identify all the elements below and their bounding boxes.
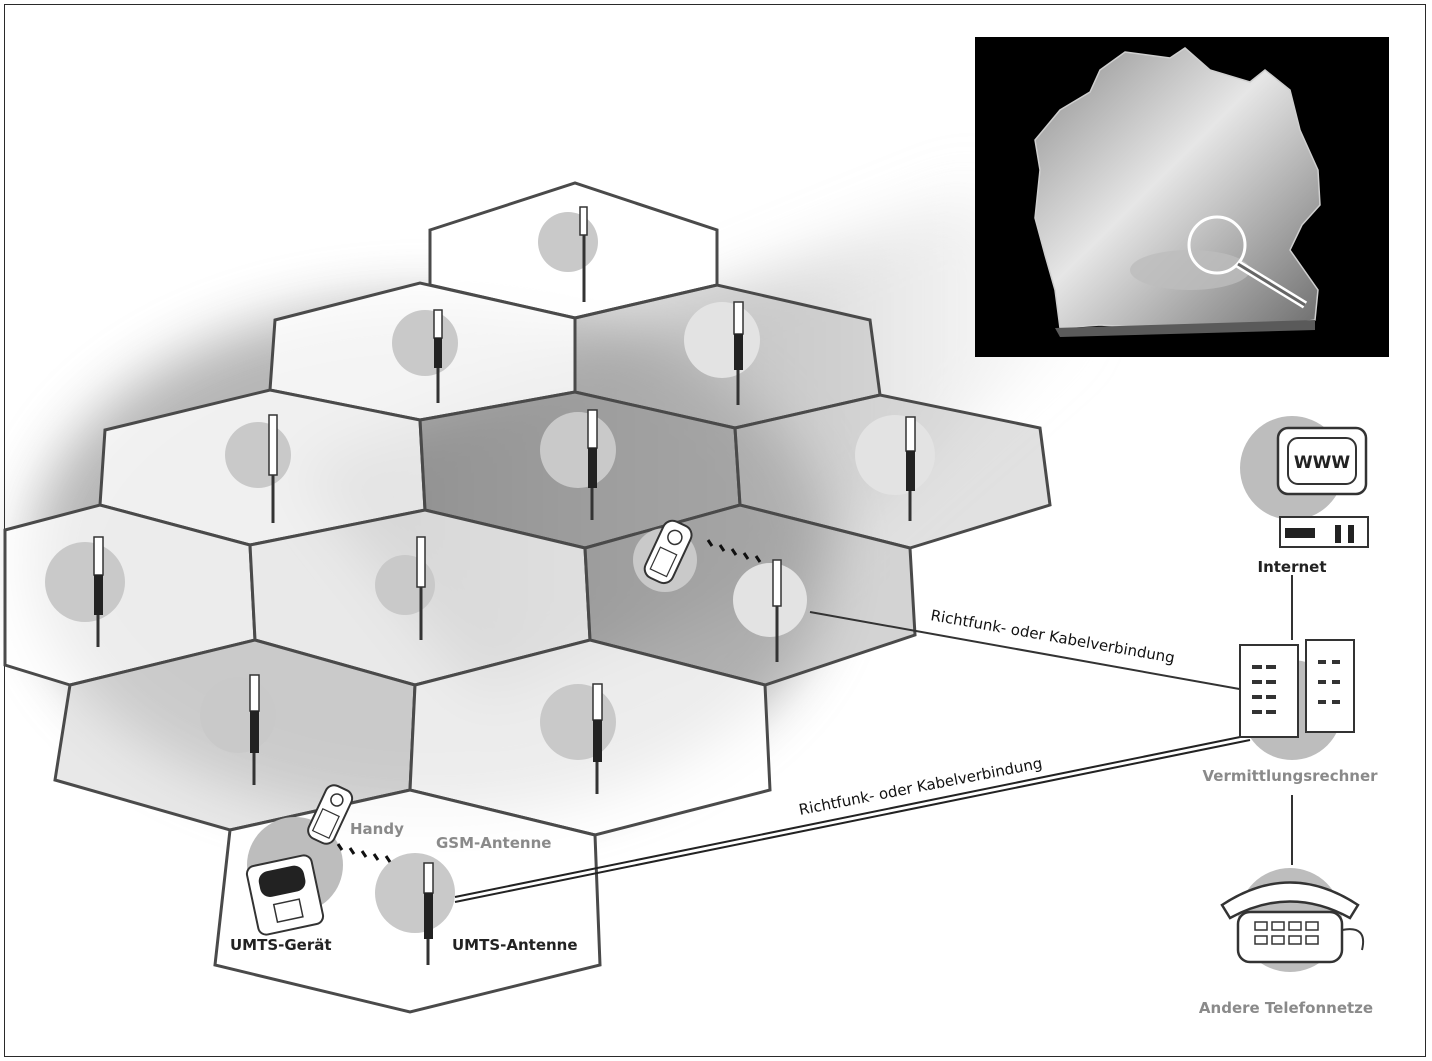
link-line-upper — [809, 611, 1246, 691]
antenna — [540, 683, 616, 794]
umts-antenne-label: UMTS-Antenne — [452, 936, 578, 954]
antenna — [200, 674, 276, 785]
handy-label: Handy — [350, 820, 404, 838]
link-label-lower: Richtfunk- oder Kabelverbindung — [797, 754, 1043, 819]
gsm-antenne-label: GSM-Antenne — [436, 834, 551, 852]
antenna — [540, 409, 616, 520]
umts-geraet-label: UMTS-Gerät — [230, 936, 332, 954]
antenna — [392, 309, 458, 403]
internet-label: Internet — [1257, 558, 1326, 576]
antenna — [375, 853, 455, 965]
umts-device — [245, 854, 325, 936]
antenna — [855, 415, 935, 521]
andere-telefonnetze-label: Andere Telefonnetze — [1199, 999, 1373, 1017]
connections — [454, 575, 1293, 903]
internet-computer-icon: WWW — [1240, 416, 1369, 548]
antenna — [684, 301, 760, 405]
handy-upper — [633, 519, 762, 592]
switching-computer-icon — [1239, 639, 1355, 760]
antennas — [45, 206, 935, 965]
link-line-lower-a — [454, 734, 1251, 898]
link-line-lower-b — [454, 739, 1251, 903]
www-label: WWW — [1294, 453, 1351, 473]
germany-map-inset — [975, 37, 1389, 357]
telephone-icon — [1220, 868, 1364, 972]
antenna — [225, 414, 291, 523]
antenna — [45, 536, 125, 647]
antenna — [538, 206, 598, 302]
antenna — [375, 536, 435, 640]
vermittlungsrechner-label: Vermittlungsrechner — [1202, 767, 1378, 785]
antenna — [733, 559, 807, 662]
link-label-upper: Richtfunk- oder Kabelverbindung — [929, 606, 1176, 667]
